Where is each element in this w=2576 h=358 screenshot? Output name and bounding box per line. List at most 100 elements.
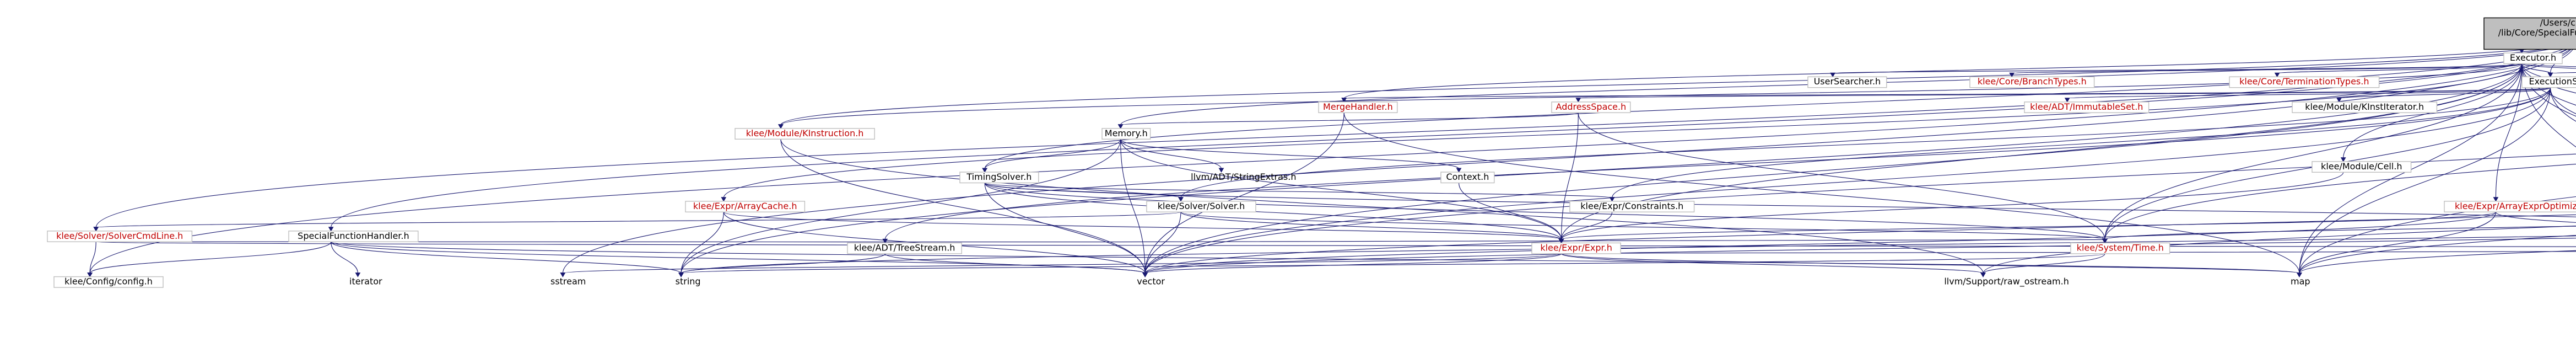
edge-executionstate-to-immutableset bbox=[2067, 87, 2551, 99]
edge-executionstate-to-kinstiterator bbox=[2339, 87, 2551, 99]
node-treestream[interactable]: klee/ADT/TreeStream.h bbox=[847, 242, 962, 254]
edge-addressspace-to-expr bbox=[1561, 113, 1579, 240]
edge-timingsolver-to-constraints bbox=[984, 182, 1613, 199]
node-box-cell bbox=[2312, 161, 2412, 173]
node-addressspace[interactable]: AddressSpace.h bbox=[1551, 101, 1631, 114]
edge-addressspace-to-memory bbox=[1120, 112, 1579, 126]
node-timingsolver[interactable]: TimingSolver.h bbox=[959, 172, 1039, 184]
node-box-usersearcher bbox=[1807, 76, 1887, 88]
node-systemtime[interactable]: klee/System/Time.h bbox=[2070, 242, 2170, 254]
node-context[interactable]: Context.h bbox=[1440, 172, 1495, 184]
arrowhead-expr-to-sstream bbox=[560, 272, 566, 277]
node-box-immutableset bbox=[2024, 101, 2150, 114]
node-kinstiterator[interactable]: klee/Module/KInstIterator.h bbox=[2292, 101, 2438, 114]
node-label-expr: klee/Expr/Expr.h bbox=[1540, 242, 1612, 253]
node-config[interactable]: klee/Config/config.h bbox=[53, 276, 164, 288]
node-box-systemtime bbox=[2070, 242, 2170, 254]
node-specialfunctionhandler[interactable]: SpecialFunctionHandler.h bbox=[288, 231, 419, 242]
edge-timingsolver-to-vector bbox=[984, 183, 1146, 274]
edge-root-to-kinstruction bbox=[780, 39, 2576, 125]
arrowhead-systemtime-to-string bbox=[678, 272, 684, 277]
node-label-mergehandler: MergeHandler.h bbox=[1323, 101, 1393, 112]
edge-timingsolver-to-systemtime bbox=[984, 183, 2105, 240]
edge-executor-to-set bbox=[2521, 63, 2576, 106]
node-box-mergehandler bbox=[1318, 101, 1398, 114]
edge-treestream-to-string bbox=[681, 253, 885, 274]
edge-solver-to-solvercmdline bbox=[95, 211, 1181, 228]
node-label-solver: klee/Solver/Solver.h bbox=[1158, 201, 1245, 211]
node-root[interactable]: /Users/cristic/klee/lib/Core/SpecialFunc… bbox=[2483, 17, 2576, 50]
node-label-immutableset: klee/ADT/ImmutableSet.h bbox=[2030, 101, 2143, 112]
node-kinstruction[interactable]: klee/Module/KInstruction.h bbox=[735, 128, 875, 140]
node-box-root bbox=[2483, 17, 2576, 50]
node-executionstate[interactable]: ExecutionState.h bbox=[2521, 76, 2576, 88]
edge-executionstate-to-set bbox=[2550, 87, 2576, 114]
node-label-timingsolver: TimingSolver.h bbox=[966, 172, 1032, 182]
node-label-branchtypes: klee/Core/BranchTypes.h bbox=[1978, 76, 2087, 87]
node-usersearcher[interactable]: UserSearcher.h bbox=[1807, 76, 1887, 88]
edge-executionstate-to-vector bbox=[1144, 87, 2551, 274]
arrowhead-specialfunctionhandler-to-iterator bbox=[355, 272, 361, 277]
edge-kmodule-to-map bbox=[2299, 235, 2576, 274]
edge-executionstate-to-solver bbox=[1180, 87, 2551, 198]
node-arraycache[interactable]: klee/Expr/ArrayCache.h bbox=[685, 201, 806, 212]
edge-root-to-solvercmdline bbox=[95, 39, 2576, 228]
node-label-addressspace: AddressSpace.h bbox=[1556, 101, 1627, 112]
arrowhead-executionstate-to-immutableset bbox=[2064, 98, 2070, 103]
node-label-executionstate: ExecutionState.h bbox=[2529, 76, 2576, 87]
edge-executionstate-to-constraints bbox=[1612, 87, 2551, 198]
edge-specialfunctionhandler-to-config bbox=[89, 242, 332, 274]
node-box-terminationtypes bbox=[2229, 76, 2380, 88]
edge-interpreter-to-string bbox=[681, 236, 2576, 274]
node-mergehandler[interactable]: MergeHandler.h bbox=[1318, 101, 1398, 114]
node-label-kinstiterator: klee/Module/KInstIterator.h bbox=[2305, 101, 2424, 112]
node-cell[interactable]: klee/Module/Cell.h bbox=[2312, 161, 2412, 173]
edge-timingsolver-to-expr bbox=[984, 183, 1562, 240]
edge-statstracker-to-systemtime bbox=[2104, 226, 2576, 240]
node-label-treestream: klee/ADT/TreeStream.h bbox=[854, 242, 955, 253]
edge-expr-to-rawostream bbox=[1561, 253, 1984, 274]
node-constraints[interactable]: klee/Expr/Constraints.h bbox=[1569, 201, 1695, 212]
node-executor[interactable]: Executor.h bbox=[2503, 52, 2563, 65]
node-box-arraycache bbox=[685, 201, 806, 212]
edge-executor-to-memoryhdr bbox=[2521, 63, 2576, 117]
node-vector: vector bbox=[1137, 276, 1165, 287]
arrowhead-specialfunctionhandler-to-config bbox=[87, 272, 93, 277]
arrowhead-systemtime-to-rawostream bbox=[1980, 272, 1986, 277]
node-expr[interactable]: klee/Expr/Expr.h bbox=[1531, 242, 1621, 254]
node-arrayexproptimizer[interactable]: klee/Expr/ArrayExprOptimizer.h bbox=[2444, 201, 2576, 212]
arrowhead-solver-to-solvercmdline bbox=[93, 227, 99, 232]
edge-interpreter-to-vector bbox=[1144, 238, 2576, 274]
node-label-cell: klee/Module/Cell.h bbox=[2321, 161, 2402, 172]
edge-context-to-expr bbox=[1459, 183, 1562, 240]
edge-solver-to-systemtime bbox=[1180, 211, 2105, 240]
node-solver[interactable]: klee/Solver/Solver.h bbox=[1146, 201, 1256, 212]
edge-executionstate-to-memoryhdr bbox=[2550, 87, 2576, 122]
edge-executionstate-to-addressspace bbox=[1578, 87, 2551, 99]
edge-arraycache-to-expr bbox=[723, 211, 1562, 240]
arrowhead-expr-to-map bbox=[2297, 272, 2302, 277]
edge-arrayexproptimizer-to-expr bbox=[1561, 211, 2496, 240]
node-terminationtypes[interactable]: klee/Core/TerminationTypes.h bbox=[2229, 76, 2380, 88]
edge-solver-to-vector bbox=[1144, 212, 1181, 274]
node-label-string: string bbox=[676, 276, 701, 287]
arrowhead-timingsolver-to-solver bbox=[1178, 197, 1184, 202]
edge-searcher-to-vector bbox=[1144, 153, 2576, 274]
node-layer: /Users/cristic/klee/lib/Core/SpecialFunc… bbox=[47, 17, 2576, 288]
node-box-memory bbox=[1101, 128, 1151, 140]
edge-root-to-config bbox=[89, 39, 2576, 274]
node-label-usersearcher: UserSearcher.h bbox=[1814, 76, 1881, 87]
edge-arrayexproptimizer-to-map bbox=[2299, 212, 2496, 274]
node-box-constraints bbox=[1569, 201, 1695, 212]
node-memory[interactable]: Memory.h bbox=[1101, 128, 1151, 140]
edge-executor-to-terminationtypes bbox=[2277, 63, 2523, 74]
node-branchtypes[interactable]: klee/Core/BranchTypes.h bbox=[1969, 76, 2095, 88]
node-immutableset[interactable]: klee/ADT/ImmutableSet.h bbox=[2024, 101, 2150, 114]
node-label-specialfunctionhandler: SpecialFunctionHandler.h bbox=[298, 231, 409, 241]
arrowhead-solvercmdline-to-systemtime bbox=[2102, 238, 2108, 244]
node-solvercmdline[interactable]: klee/Solver/SolverCmdLine.h bbox=[47, 231, 193, 242]
arrowhead-searcher-to-executionstate bbox=[2547, 72, 2553, 78]
edge-memory-to-stringextras bbox=[1120, 139, 1222, 169]
edge-specialfunctionhandler-to-iterator bbox=[331, 242, 358, 274]
